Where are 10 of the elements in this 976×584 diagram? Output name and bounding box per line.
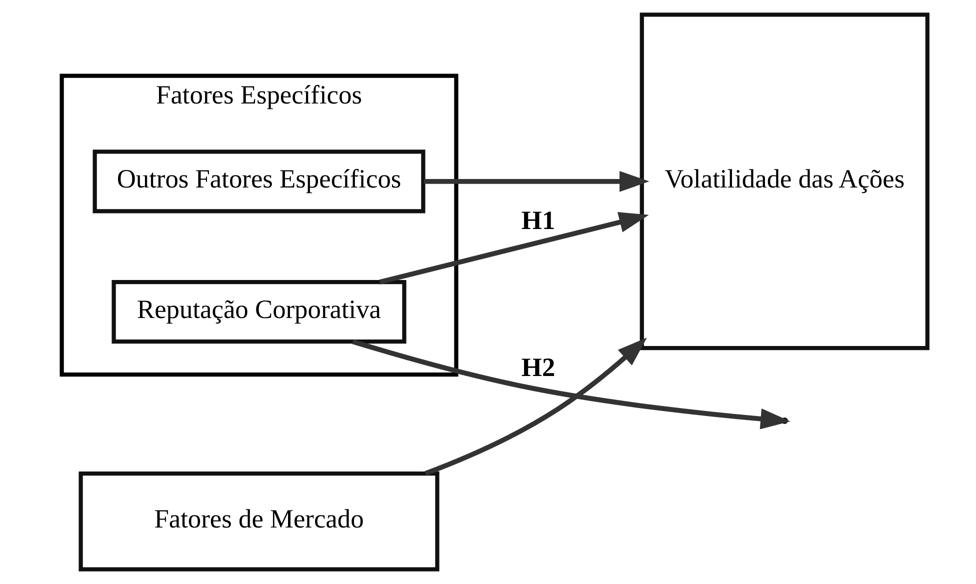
edge-label: H1 (521, 204, 556, 235)
arrow (424, 171, 650, 192)
node-box: Fatores de Mercado (78, 471, 440, 572)
node-box: Outros Fatores Específicos (92, 150, 426, 214)
arrow (352, 339, 790, 430)
arrow (379, 212, 649, 284)
node-box: Reputação Corporativa (112, 280, 406, 344)
edge-label: H2 (521, 352, 556, 382)
arrow (424, 338, 647, 476)
node-box: Volatilidade das Ações (640, 12, 930, 350)
